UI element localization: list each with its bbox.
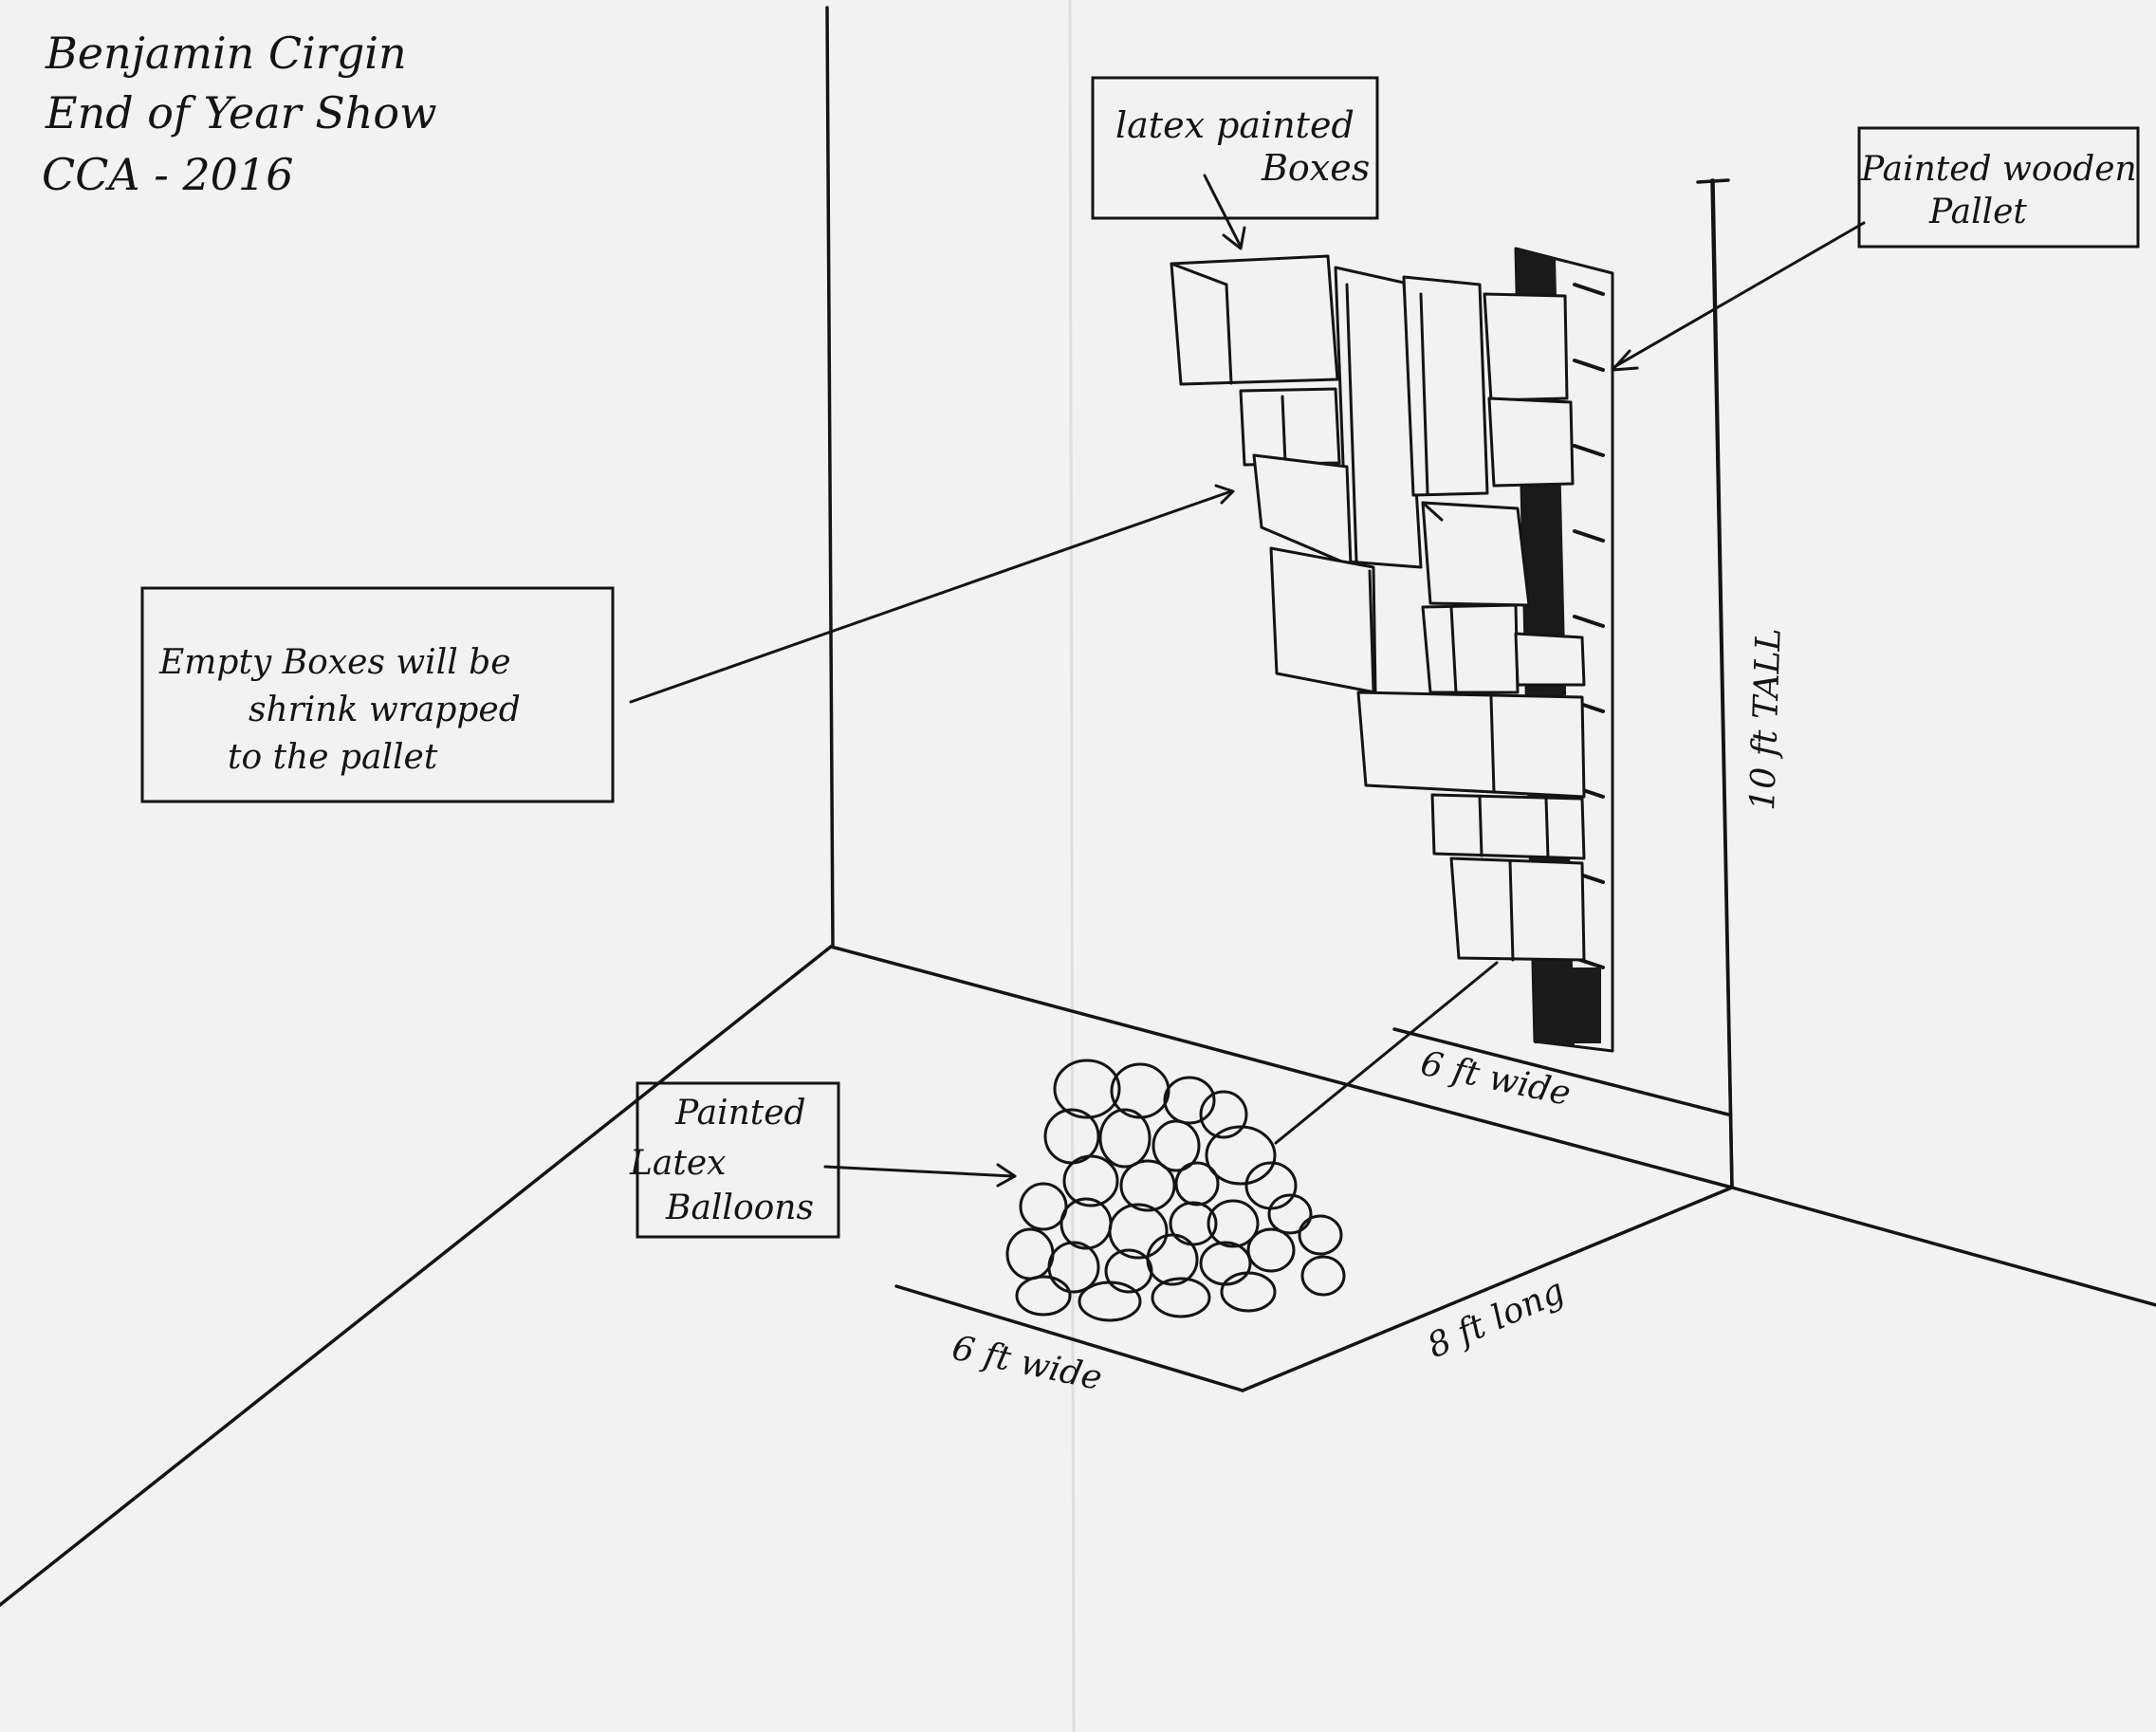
box (1252, 453, 1353, 567)
box (1269, 546, 1377, 694)
paper-fold-line (1068, 0, 1076, 1732)
height-dimension-line (1711, 178, 1734, 1189)
leader-lines (629, 174, 1866, 1188)
dimension-lines (894, 178, 1734, 1392)
balloons-arrow (823, 1165, 1015, 1178)
empty-boxes-label-line2: shrink wrapped (249, 691, 521, 729)
box (1356, 691, 1586, 799)
height-label: 10 ft TALL (1743, 628, 1789, 812)
wall-width-line (1392, 1027, 1730, 1116)
box (1483, 292, 1569, 402)
balloons-label-line1: Painted (674, 1094, 806, 1133)
box (1430, 793, 1586, 860)
box (1239, 387, 1341, 467)
school-year: CCA - 2016 (42, 149, 293, 200)
pallet-label: Painted wooden Pallet (1857, 126, 2140, 249)
floor-width-line (894, 1284, 1244, 1392)
floor-back-line (829, 945, 1734, 1189)
balloons-to-pallet-line (1274, 961, 1499, 1145)
box (1170, 254, 1339, 386)
painted-boxes-stack (1170, 254, 1586, 962)
box (1334, 266, 1423, 569)
box (1449, 857, 1586, 962)
box (1421, 603, 1520, 694)
box (1421, 501, 1531, 607)
wall-corner-line (825, 6, 835, 949)
floor-left-line (0, 945, 833, 1607)
box (1514, 632, 1586, 687)
floor-right-line (1730, 1186, 2156, 1307)
balloons-label-line2: Latex (629, 1144, 726, 1183)
pallet-label-line2: Pallet (1928, 193, 2027, 231)
empty-boxes-label: Empty Boxes will be shrink wrapped to th… (140, 586, 615, 803)
box (1487, 396, 1575, 488)
boxes-label-line1: latex painted (1115, 104, 1354, 146)
floor-width-label: 6 ft wide (949, 1329, 1105, 1398)
pallet-arrow (1611, 221, 1866, 370)
box (1402, 275, 1489, 497)
empty-boxes-arrow (629, 489, 1233, 704)
pallet-label-line1: Painted wooden (1860, 150, 2137, 189)
header-notes: Benjamin Cirgin End of Year Show CCA - 2… (42, 28, 436, 200)
boxes-label-line2: Boxes (1261, 147, 1370, 189)
balloons-pile (1005, 1059, 1346, 1322)
boxes-arrow (1203, 174, 1243, 249)
empty-boxes-label-line1: Empty Boxes will be (158, 643, 511, 682)
floor-length-line (1241, 1186, 1734, 1392)
empty-boxes-label-line3: to the pallet (228, 738, 438, 777)
balloons-label: Painted Latex Balloons (629, 1081, 840, 1239)
artist-name: Benjamin Cirgin (45, 28, 407, 79)
show-name: End of Year Show (45, 87, 436, 138)
balloons-label-line3: Balloons (665, 1188, 814, 1227)
boxes-label: latex painted Boxes (1091, 76, 1379, 220)
